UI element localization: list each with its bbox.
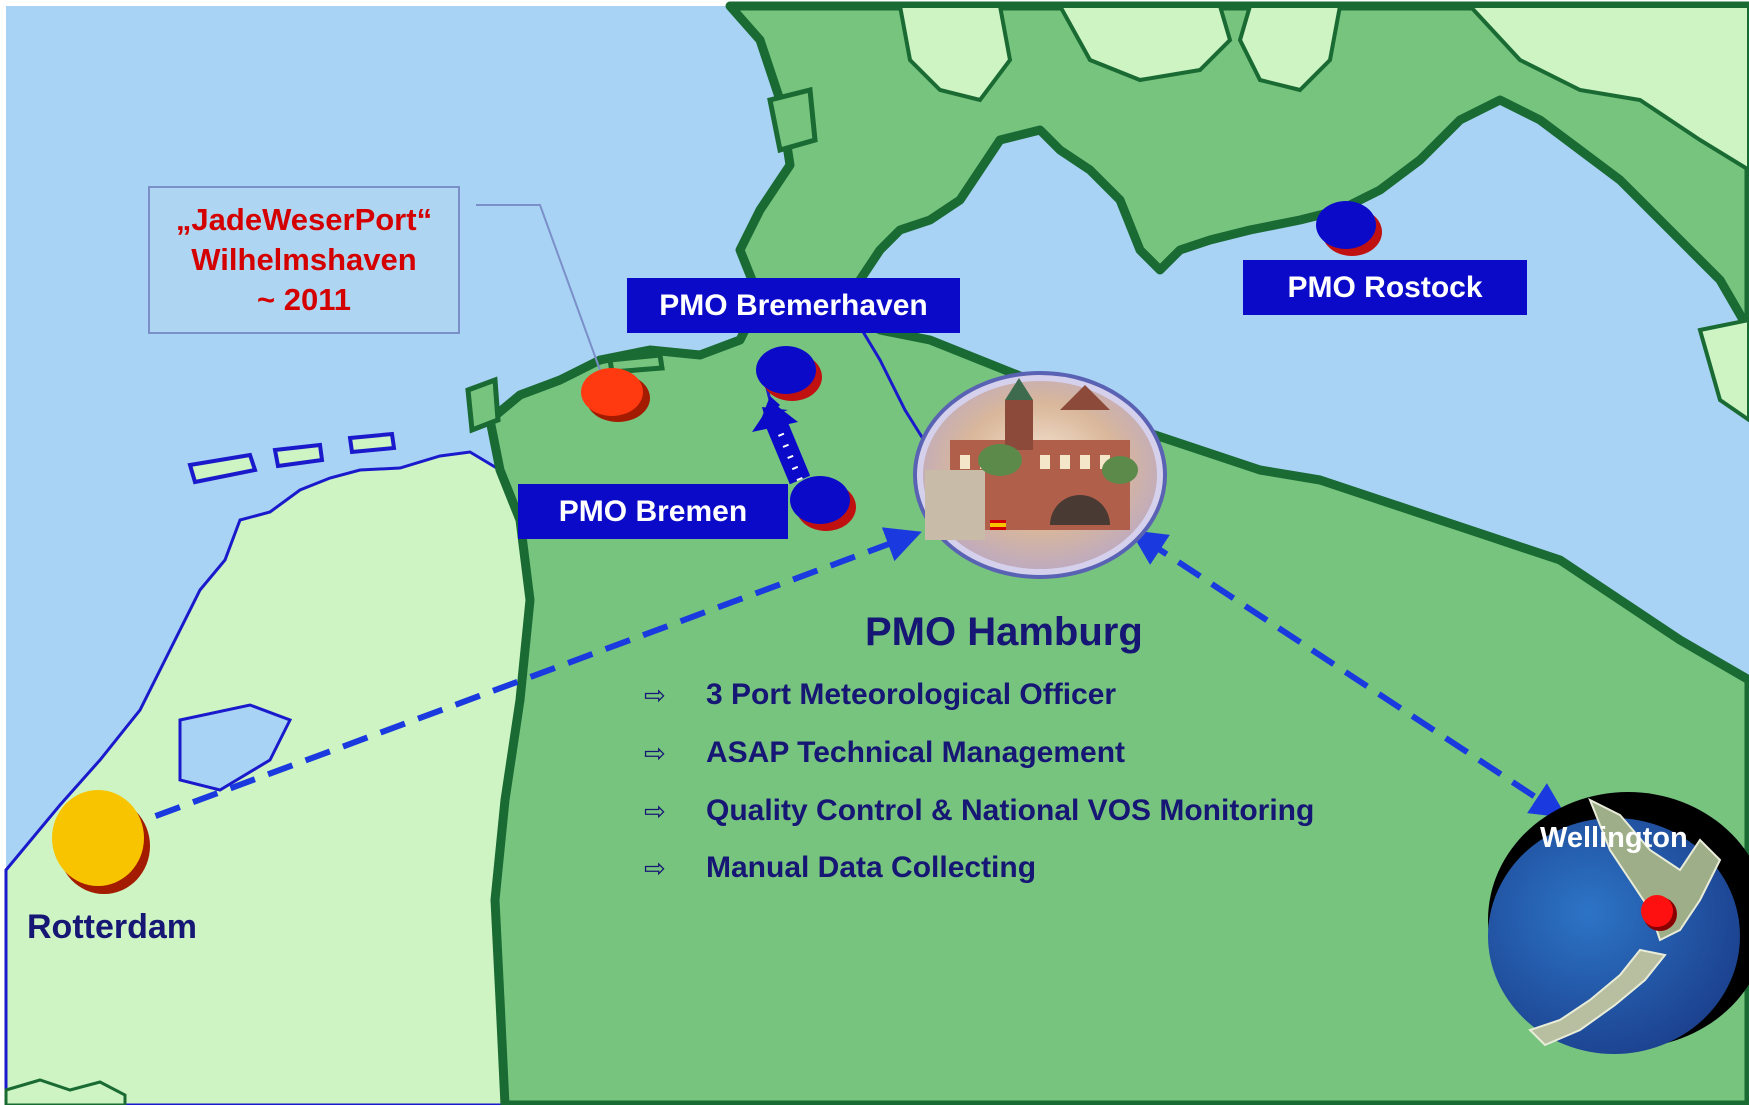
- elbe-river: [848, 309, 932, 451]
- new-zealand-north-island: [1588, 797, 1722, 942]
- jadeweserport-callout: „JadeWeserPort“ Wilhelmshaven ~ 2011: [148, 186, 460, 334]
- label-pmo-bremerhaven: PMO Bremerhaven: [627, 278, 960, 333]
- bullet-item-4: ⇨ Manual Data Collecting: [644, 851, 1036, 885]
- bremen-bremerhaven-arrow: [752, 396, 811, 485]
- danish-island-3: [1237, 4, 1343, 93]
- bremerhaven-marker: [756, 346, 822, 401]
- frisian-island-2: [272, 442, 325, 469]
- wellington-label: Wellington: [1540, 822, 1688, 854]
- hamburg-wellington-connector: [1129, 530, 1568, 818]
- right-arrow-outline-icon: ⇨: [644, 796, 666, 826]
- bullet-text: ASAP Technical Management: [706, 736, 1126, 769]
- bremen-marker: [790, 476, 856, 531]
- rostock-marker: [1316, 201, 1382, 256]
- rotterdam-label: Rotterdam: [27, 908, 198, 946]
- right-arrow-outline-icon: ⇨: [644, 853, 666, 883]
- callout-line-1: „JadeWeserPort“: [175, 202, 433, 237]
- bullet-item-1: ⇨ 3 Port Meteorological Officer: [644, 678, 1116, 712]
- callout-line-3: ~ 2011: [257, 282, 351, 317]
- rotterdam-hamburg-connector: [101, 527, 922, 841]
- north-sea-island: [767, 86, 818, 154]
- rotterdam-marker: [52, 790, 150, 894]
- label-pmo-rostock: PMO Rostock: [1243, 260, 1527, 315]
- bullet-text: 3 Port Meteorological Officer: [706, 678, 1117, 711]
- pmo-hamburg-heading: PMO Hamburg: [865, 610, 1143, 654]
- bullet-text: Manual Data Collecting: [706, 851, 1037, 884]
- frisian-island-3: [347, 431, 397, 455]
- new-zealand-south-island: [1528, 948, 1667, 1047]
- hamburg-photo-bubble: [913, 371, 1167, 579]
- callout-leader-line: [476, 204, 601, 371]
- bullet-text: Quality Control & National VOS Monitorin…: [706, 794, 1315, 827]
- right-arrow-outline-icon: ⇨: [644, 738, 666, 768]
- bullet-item-3: ⇨ Quality Control & National VOS Monitori…: [644, 794, 1314, 828]
- frisian-island-5: [607, 352, 665, 375]
- label-pmo-bremen: PMO Bremen: [518, 484, 788, 539]
- jadeweserport-marker: [581, 368, 650, 422]
- callout-line-2: Wilhelmshaven: [191, 242, 417, 277]
- danish-island-2: [1056, 4, 1233, 83]
- danish-island-1: [897, 4, 1013, 103]
- bullet-item-2: ⇨ ASAP Technical Management: [644, 736, 1125, 770]
- right-arrow-outline-icon: ⇨: [644, 680, 666, 710]
- wellington-globe: [1488, 792, 1749, 1054]
- baltic-east-land: [1697, 317, 1749, 423]
- bottom-left-land-detail: [4, 1078, 127, 1105]
- danish-island-4: [1465, 3, 1749, 173]
- frisian-island-1: [187, 452, 258, 485]
- frisian-island-4: [465, 376, 501, 434]
